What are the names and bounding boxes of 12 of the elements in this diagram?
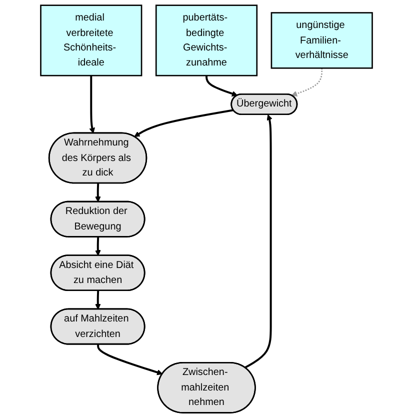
arrow bbox=[206, 76, 238, 97]
arrow bbox=[95, 183, 101, 202]
arrow bbox=[95, 290, 101, 310]
node-box: medial verbreitete Schönheits- ideale bbox=[40, 4, 142, 76]
node-box: pubertäts- bedingte Gewichts- zunahme bbox=[155, 4, 258, 76]
arrow bbox=[97, 344, 163, 376]
arrow bbox=[95, 236, 101, 256]
arrow bbox=[291, 68, 323, 96]
arrow bbox=[134, 109, 234, 137]
node-box: ungünstige Familien- verhältnisse bbox=[270, 12, 373, 69]
arrow bbox=[244, 114, 272, 368]
arrow bbox=[89, 76, 95, 134]
